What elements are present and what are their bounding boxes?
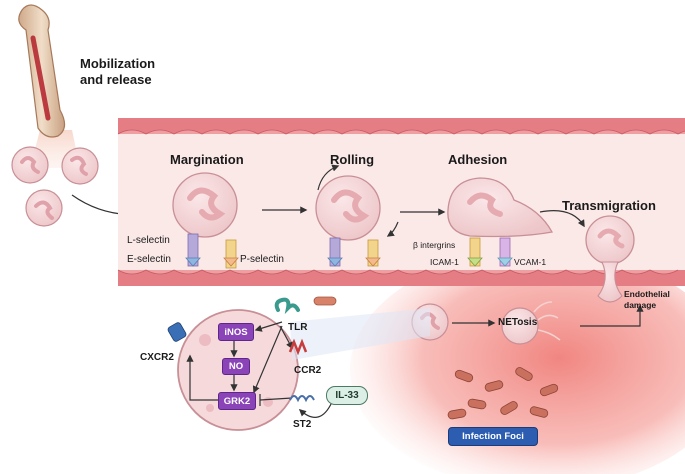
- grk2-box: GRK2: [218, 392, 256, 410]
- label-p-selectin: P-selectin: [240, 254, 284, 265]
- no-box: NO: [222, 358, 250, 375]
- stage-adhesion: Adhesion: [448, 152, 508, 167]
- label-cxcr2: CXCR2: [140, 352, 174, 363]
- margination-neutrophil: [172, 172, 238, 238]
- rolling-neutrophil: [315, 175, 381, 267]
- label-tlr: TLR: [288, 322, 308, 333]
- adhesion-neutrophil: [447, 177, 553, 267]
- arrow-adhesion-transmigration: [539, 210, 585, 228]
- label-ccr2: CCR2: [294, 365, 322, 376]
- il33-badge: IL-33: [326, 386, 368, 405]
- vessel-wall-top: [117, 118, 685, 135]
- rolling-arrow: [317, 164, 340, 191]
- mobilization-title-line1: Mobilization: [80, 56, 156, 71]
- cxcr2-receptor-icon: [167, 322, 187, 342]
- bone-illustration: [18, 4, 80, 168]
- bacteria-cluster: [447, 367, 559, 420]
- selectin-receptors-margination: [185, 233, 239, 269]
- label-icam1: ICAM-1: [430, 257, 459, 267]
- label-endothelial-line2: damage: [624, 300, 657, 310]
- label-beta-integrins: β intergrins: [413, 240, 456, 250]
- st2-receptor-icon: [289, 395, 315, 403]
- transmigrating-neutrophil: [585, 215, 635, 303]
- label-l-selectin: L-selectin: [127, 235, 170, 246]
- vessel-wall-bottom: [117, 269, 685, 286]
- released-cells: [11, 146, 99, 227]
- label-endothelial-line1: Endothelial: [624, 289, 670, 299]
- infection-foci-label: Infection Foci: [448, 427, 538, 446]
- label-netosis: NETosis: [498, 317, 538, 328]
- stage-margination: Margination: [170, 152, 244, 167]
- pathogen-icon: [313, 296, 337, 306]
- tlr-receptor-icon: [274, 297, 300, 315]
- stage-rolling: Rolling: [330, 152, 375, 167]
- inos-box: iNOS: [218, 323, 254, 341]
- label-st2: ST2: [293, 419, 312, 430]
- mobilization-title-line2: and release: [80, 72, 152, 87]
- cell-highlight-beam: [290, 308, 430, 360]
- reverse-arrow-adhesion: [386, 221, 399, 237]
- stage-transmigration: Transmigration: [562, 198, 656, 213]
- arrow-to-endothelial: [580, 304, 644, 327]
- ccr2-receptor-icon: [288, 338, 308, 356]
- pathway-arrows: [186, 321, 333, 418]
- label-vcam1: VCAM-1: [514, 257, 547, 267]
- label-e-selectin: E-selectin: [127, 254, 171, 265]
